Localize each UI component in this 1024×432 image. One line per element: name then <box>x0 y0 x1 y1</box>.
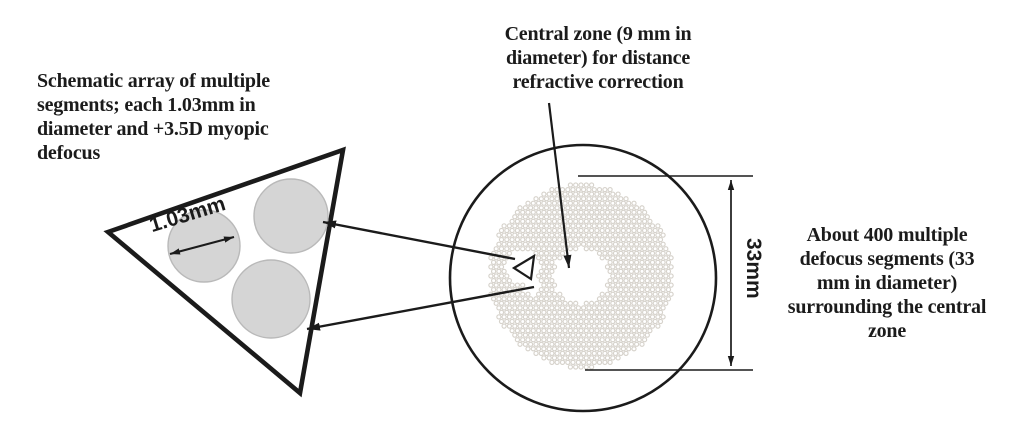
caption-line: diameter and +3.5D myopic <box>37 118 269 140</box>
segment-circle-c <box>231 259 311 339</box>
caption-line: defocus segments (33 <box>799 248 975 270</box>
defocus-segment-dot-field <box>488 182 674 370</box>
sample-segment-marker <box>511 253 536 281</box>
caption-line: mm in diameter) <box>816 272 958 294</box>
caption-line: Schematic array of multiple <box>37 70 270 92</box>
segment-circle-b <box>253 178 329 254</box>
caption-line: defocus <box>37 142 101 164</box>
caption-line: zone <box>867 320 907 342</box>
caption-line: segments; each 1.03mm in <box>37 94 256 116</box>
caption-line: surrounding the central <box>787 296 987 318</box>
segment-array-caption: Schematic array of multiple segments; ea… <box>37 69 307 165</box>
defocus-segments-caption: About 400 multiple defocus segments (33 … <box>767 223 1007 343</box>
caption-line: diameter) for distance <box>505 47 691 69</box>
central-zone-pointer-arrow <box>547 102 572 269</box>
lens-diameter-label: 33mm <box>742 238 765 299</box>
caption-line: Central zone (9 mm in <box>504 23 692 45</box>
magnifier-connector-lower <box>306 285 535 331</box>
magnifier-connector-upper <box>322 220 516 261</box>
lens-outline <box>448 143 718 413</box>
caption-line: refractive correction <box>512 71 684 93</box>
segment-diameter-arrow <box>169 235 235 256</box>
caption-line: About 400 multiple <box>806 224 968 246</box>
central-zone-caption: Central zone (9 mm in diameter) for dist… <box>468 22 728 94</box>
